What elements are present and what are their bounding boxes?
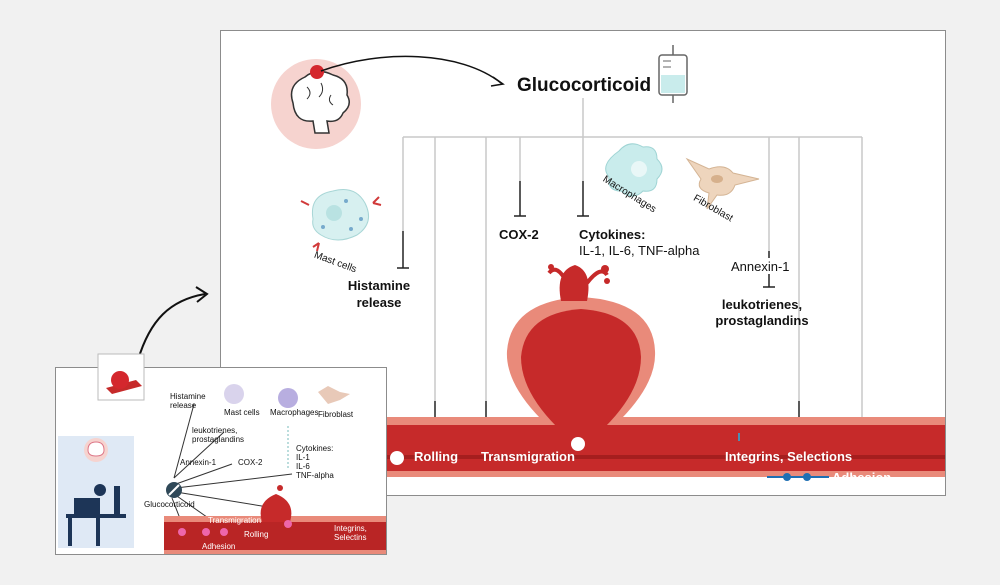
inset-cytokines-title: Cytokines: [296, 444, 334, 453]
main-illustration [271, 45, 945, 481]
fibroblast-icon [685, 157, 760, 210]
inset-cells [224, 384, 350, 408]
inset-mast-cells-label: Mast cells [224, 408, 260, 417]
iv-bag-icon [658, 45, 688, 103]
inset-cytokine-2: IL-6 [296, 462, 310, 471]
inset-illustration [58, 353, 386, 554]
inset-integrins-label: Integrins, Selectins [334, 524, 367, 542]
inset-worker-icon [66, 484, 126, 546]
cytokines-list: IL-1, IL-6, TNF-alpha [579, 243, 700, 258]
inset-fibroblast-label: Fibroblast [318, 410, 354, 419]
mast-cell-icon [300, 189, 382, 252]
inset-cox2-label: COX-2 [238, 458, 263, 467]
rolling-label: Rolling [414, 449, 459, 464]
transmigration-label: Transmigration [481, 449, 575, 464]
annexin-label: Annexin-1 [731, 259, 790, 274]
inhibition-bracket [402, 98, 863, 423]
inset-glucocorticoid-label: Glucocorticoid [144, 500, 195, 509]
integrins-label: Integrins, Selections [725, 449, 853, 464]
inset-leukotrienes-label: leukotrienes, prostaglandins [192, 426, 245, 444]
cox2-label: COX-2 [499, 227, 539, 242]
inset-transmigration-label: Transmigration [208, 516, 262, 525]
leukotrienes-label: leukotrienes, [721, 297, 803, 312]
inset-annexin-label: Annexin-1 [180, 458, 217, 467]
drug-title: Glucocorticoid [517, 75, 652, 96]
inset-vessel [164, 485, 386, 554]
blood-vessel [381, 417, 945, 477]
cytokines-label: Cytokines: [579, 227, 646, 242]
brain-to-drug-arrow [320, 55, 502, 84]
rolling-cell-icon [390, 451, 404, 465]
transmigrating-cell-icon [571, 437, 585, 451]
brain-icon [271, 59, 361, 149]
inset-figure-panel: Histamine release Mast cells Macrophages… [55, 353, 387, 555]
adhesion-molecule-icon [767, 473, 829, 481]
inset-adhesion-label: Adhesion [202, 542, 236, 551]
aneurysm-bulge [506, 264, 656, 427]
inset-rolling-label: Rolling [244, 530, 269, 539]
prostaglandins-label: prostaglandins [715, 313, 809, 328]
histamine-label: Histamine release [347, 278, 411, 310]
inset-macrophages-label: Macrophages [270, 408, 319, 417]
macrophage-icon [605, 143, 663, 197]
inset-cytokine-3: TNF-alpha [296, 471, 334, 480]
adhesion-label: Adhesion [832, 470, 892, 485]
inset-cytokine-1: IL-1 [296, 453, 310, 462]
inset-histamine-label: Histamine release [170, 392, 206, 410]
inset-brain-icon [84, 438, 108, 462]
inset-heart-icon [106, 371, 142, 394]
